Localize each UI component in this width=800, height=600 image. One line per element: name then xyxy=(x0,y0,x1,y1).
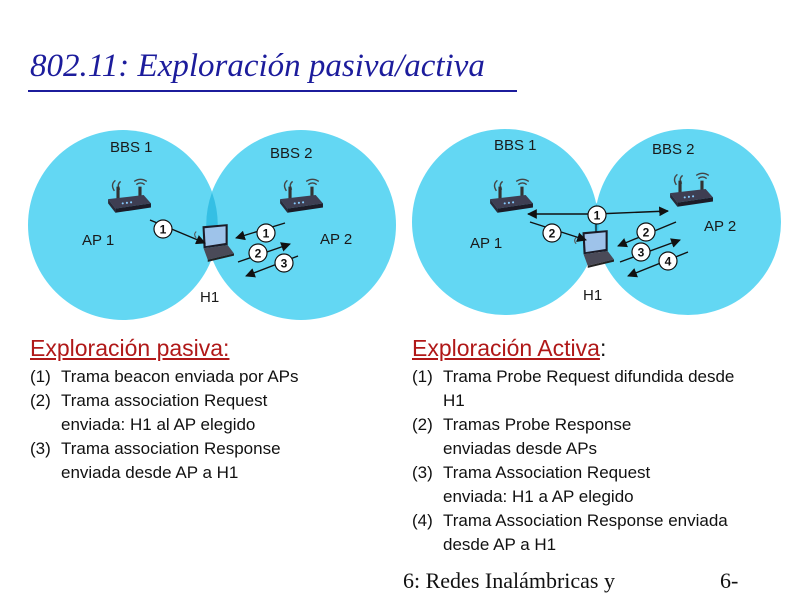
bss1-coverage-active xyxy=(412,129,598,315)
svg-text:2: 2 xyxy=(643,226,650,240)
step-number: (1) xyxy=(412,367,433,386)
step-number: (4) xyxy=(412,511,433,530)
active-step: (2) Tramas Probe Response enviadas desde… xyxy=(412,413,742,461)
step-text: Trama Association Request enviada: H1 a … xyxy=(443,463,651,506)
step-number: (3) xyxy=(412,463,433,482)
svg-text:2: 2 xyxy=(549,227,556,241)
svg-text:2: 2 xyxy=(255,247,262,261)
step-2-marker: 2 xyxy=(248,243,268,263)
title-underline xyxy=(28,90,517,92)
ap1-label-active: AP 1 xyxy=(470,235,502,252)
bss1-coverage xyxy=(28,130,218,320)
step-2-marker-active-ap1: 2 xyxy=(542,223,562,243)
step-text: Trama association Request enviada: H1 al… xyxy=(61,391,268,434)
h1-label-active: H1 xyxy=(583,287,602,304)
step-text: Trama Probe Request difundida desde H1 xyxy=(443,367,735,410)
bbs1-label: BBS 1 xyxy=(110,139,153,156)
passive-step: (3) Trama association Response enviada d… xyxy=(30,437,365,485)
footer-chapter: 6: Redes Inalámbricas y xyxy=(403,568,615,593)
step-number: (2) xyxy=(30,391,51,410)
active-step: (4) Trama Association Response enviada d… xyxy=(412,509,742,557)
step-text: Trama beacon enviada por APs xyxy=(61,367,299,386)
ap2-label-active: AP 2 xyxy=(704,218,736,235)
svg-text:4: 4 xyxy=(665,255,672,269)
arrow-probe-to-ap2 xyxy=(595,206,669,217)
step-1-marker-ap1: 1 xyxy=(153,219,173,239)
ap2-label: AP 2 xyxy=(320,231,352,248)
slide-title: 802.11: Exploración pasiva/activa xyxy=(30,48,485,84)
active-scan-diagram: BBS 1 BBS 2 AP 1 AP 2 H1 1 2 2 3 4 xyxy=(412,129,781,315)
ap1-label: AP 1 xyxy=(82,232,114,249)
passive-heading: Exploración pasiva: xyxy=(30,335,230,361)
footer-page-number: 6- xyxy=(720,568,739,593)
svg-text:1: 1 xyxy=(594,209,601,223)
step-3-marker-active: 3 xyxy=(631,242,651,262)
active-step: (3) Trama Association Request enviada: H… xyxy=(412,461,742,509)
bbs2-label: BBS 2 xyxy=(270,145,313,162)
step-4-marker-active: 4 xyxy=(658,251,678,271)
passive-scan-diagram: BBS 1 BBS 2 AP 1 AP 2 H1 1 1 2 3 xyxy=(28,130,396,320)
passive-step: (2) Trama association Request enviada: H… xyxy=(30,389,365,437)
step-2-marker-active-ap2: 2 xyxy=(636,222,656,242)
active-heading-colon: : xyxy=(599,335,607,361)
step-number: (3) xyxy=(30,439,51,458)
step-1-marker-ap2: 1 xyxy=(256,223,276,243)
passive-scan-panel: Exploración pasiva: (1) Trama beacon env… xyxy=(30,333,365,485)
passive-step: (1) Trama beacon enviada por APs xyxy=(30,365,365,389)
active-scan-panel: Exploración Activa: (1) Trama Probe Requ… xyxy=(412,333,742,557)
step-number: (2) xyxy=(412,415,433,434)
svg-text:3: 3 xyxy=(281,257,288,271)
bbs2-label-active: BBS 2 xyxy=(652,141,695,158)
svg-text:1: 1 xyxy=(160,223,167,237)
step-number: (1) xyxy=(30,367,51,386)
step-text: Tramas Probe Response enviadas desde APs xyxy=(443,415,632,458)
svg-text:3: 3 xyxy=(638,246,645,260)
svg-text:1: 1 xyxy=(263,227,270,241)
bss2-coverage-active xyxy=(595,129,781,315)
active-heading: Exploración Activa xyxy=(412,335,600,361)
arrow-assoc-response-active xyxy=(627,251,689,278)
bbs1-label-active: BBS 1 xyxy=(494,137,537,154)
step-1-marker-active: 1 xyxy=(587,205,607,225)
step-text: Trama Association Response enviada desde… xyxy=(443,511,728,554)
active-step: (1) Trama Probe Request difundida desde … xyxy=(412,365,742,413)
step-3-marker: 3 xyxy=(274,253,294,273)
active-heading-row: Exploración Activa: xyxy=(412,333,742,363)
step-text: Trama association Response enviada desde… xyxy=(61,439,281,482)
h1-label: H1 xyxy=(200,289,219,306)
